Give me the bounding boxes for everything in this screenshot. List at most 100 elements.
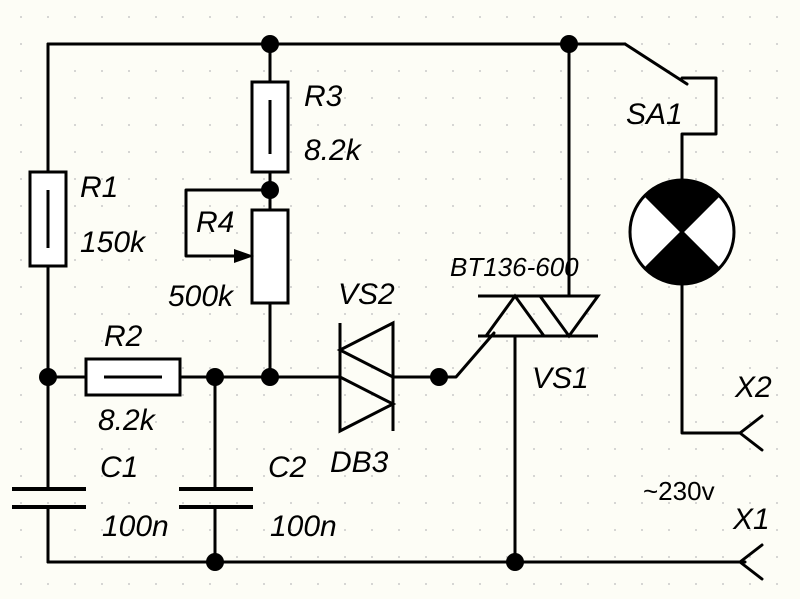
grid-dot: [479, 124, 481, 126]
resistor-r2[interactable]: [84, 357, 182, 397]
grid-dot: [398, 70, 400, 72]
grid-dot: [587, 97, 589, 99]
label-supply-voltage: ~230v: [643, 476, 715, 506]
grid-dot: [776, 43, 778, 45]
label-r2-value: 8.2k: [98, 404, 157, 437]
grid-dot: [371, 259, 373, 261]
grid-dot: [452, 502, 454, 504]
grid-dot: [155, 502, 157, 504]
grid-dot: [317, 16, 319, 18]
grid-dot: [209, 259, 211, 261]
grid-dot: [290, 340, 292, 342]
grid-dot: [533, 97, 535, 99]
grid-dot: [749, 232, 751, 234]
grid-dot: [668, 502, 670, 504]
grid-dot: [101, 529, 103, 531]
grid-dot: [425, 178, 427, 180]
grid-dot: [398, 502, 400, 504]
grid-dot: [479, 421, 481, 423]
grid-dot: [641, 313, 643, 315]
grid-dot: [317, 556, 319, 558]
grid-dot: [749, 502, 751, 504]
capacitor-c1[interactable]: [12, 487, 86, 509]
grid-dot: [641, 556, 643, 558]
grid-dot: [776, 151, 778, 153]
grid-dot: [722, 421, 724, 423]
grid-dot: [452, 16, 454, 18]
grid-dot: [371, 583, 373, 585]
grid-dot: [614, 340, 616, 342]
grid-dot: [290, 556, 292, 558]
grid-dot: [587, 421, 589, 423]
lamp[interactable]: [628, 178, 736, 286]
grid-dot: [317, 448, 319, 450]
grid-dot: [587, 475, 589, 477]
grid-dot: [425, 259, 427, 261]
grid-dot: [506, 502, 508, 504]
grid-dot: [209, 421, 211, 423]
grid-dot: [20, 529, 22, 531]
grid-dot: [479, 475, 481, 477]
grid-dot: [236, 313, 238, 315]
grid-dot: [587, 529, 589, 531]
grid-dot: [506, 313, 508, 315]
grid-dot: [74, 205, 76, 207]
grid-dot: [452, 475, 454, 477]
grid-dot: [506, 394, 508, 396]
grid-dot: [209, 178, 211, 180]
grid-dot: [290, 259, 292, 261]
grid-dot: [614, 556, 616, 558]
diac-vs2[interactable]: [336, 320, 397, 434]
grid-dot: [776, 367, 778, 369]
grid-dot: [587, 286, 589, 288]
grid-dot: [749, 151, 751, 153]
grid-dot: [722, 502, 724, 504]
grid-dot: [641, 394, 643, 396]
grid-dot: [695, 556, 697, 558]
grid-dot: [344, 367, 346, 369]
grid-dot: [668, 16, 670, 18]
grid-dot: [533, 583, 535, 585]
grid-dot: [776, 502, 778, 504]
terminal-x2[interactable]: [738, 414, 764, 452]
grid-dot: [506, 421, 508, 423]
triac-vs1[interactable]: [478, 293, 601, 339]
grid-dot: [128, 70, 130, 72]
grid-dot: [317, 286, 319, 288]
grid-dot: [452, 124, 454, 126]
switch-sa1[interactable]: [623, 42, 689, 86]
resistor-r3[interactable]: [250, 80, 290, 174]
grid-dot: [506, 70, 508, 72]
grid-dot: [614, 16, 616, 18]
grid-dot: [668, 313, 670, 315]
grid-dot: [236, 529, 238, 531]
grid-dot: [425, 232, 427, 234]
grid-dot: [776, 97, 778, 99]
grid-dot: [506, 16, 508, 18]
grid-dot: [317, 205, 319, 207]
grid-dot: [506, 475, 508, 477]
grid-dot: [722, 475, 724, 477]
label-switch-ref: SA1: [626, 98, 683, 131]
label-x2-ref: X2: [734, 371, 772, 404]
grid-dot: [641, 583, 643, 585]
grid-dot: [722, 151, 724, 153]
grid-dot: [74, 97, 76, 99]
grid-dot: [425, 556, 427, 558]
grid-dot: [506, 448, 508, 450]
capacitor-c2[interactable]: [179, 487, 253, 509]
grid-dot: [74, 124, 76, 126]
potentiometer-r4[interactable]: [234, 208, 290, 305]
grid-dot: [20, 502, 22, 504]
grid-dot: [452, 259, 454, 261]
grid-dot: [749, 259, 751, 261]
grid-dot: [20, 583, 22, 585]
grid-dot: [452, 367, 454, 369]
grid-dot: [614, 313, 616, 315]
grid-dot: [479, 529, 481, 531]
grid-dot: [533, 70, 535, 72]
terminal-x1[interactable]: [738, 543, 764, 581]
grid-dot: [749, 367, 751, 369]
grid-dot: [182, 151, 184, 153]
resistor-r1[interactable]: [28, 170, 68, 268]
